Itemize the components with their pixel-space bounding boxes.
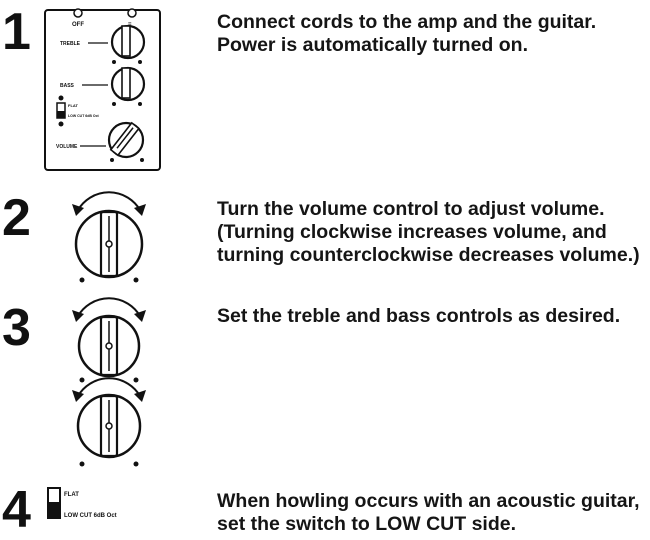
svg-text:=: =: [128, 22, 132, 28]
treble-bass-knobs-illustration: [72, 297, 146, 467]
switch-flat-label: FLAT: [64, 492, 79, 498]
panel-bass-label: BASS: [60, 83, 75, 89]
panel-off-label: OFF: [72, 22, 84, 28]
step-1-text: Connect cords to the amp and the guitar.…: [217, 11, 597, 56]
step-2-number: 2: [2, 189, 31, 247]
step-4-number: 4: [2, 481, 31, 539]
step-3-text: Set the treble and bass controls as desi…: [217, 305, 621, 327]
panel-flat-label: FLAT: [68, 103, 78, 108]
panel-treble-label: TREBLE: [60, 41, 81, 47]
step-2-text: Turn the volume control to adjust volume…: [217, 198, 640, 266]
volume-knob-rotation-illustration: [72, 191, 146, 283]
low-cut-switch-illustration: FLAT LOW CUT 6dB Oct: [47, 487, 117, 519]
amp-panel-illustration: OFF = TREBLE BASS FLAT LOW CUT 6dB Oct V…: [44, 8, 161, 171]
switch-lowcut-label: LOW CUT 6dB Oct: [64, 513, 117, 519]
step-4-text: When howling occurs with an acoustic gui…: [217, 490, 640, 535]
input-jack-icon: [73, 8, 83, 18]
panel-volume-label: VOLUME: [56, 144, 78, 150]
step-3-number: 3: [2, 299, 31, 357]
panel-lowcut-label: LOW CUT 6dB Oct: [68, 114, 100, 118]
output-jack-icon: [127, 8, 137, 18]
step-1-number: 1: [2, 3, 31, 61]
